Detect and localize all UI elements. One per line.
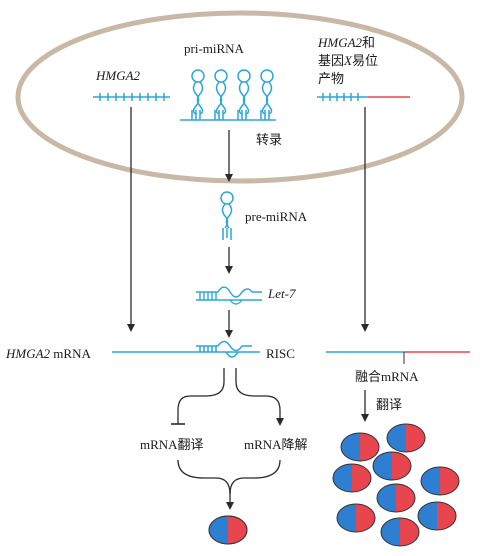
- cell-nucleus-ellipse: [15, 10, 465, 184]
- transcription-label: 转录: [256, 132, 282, 147]
- protein-single: [208, 515, 248, 545]
- protein: [376, 483, 416, 513]
- degradation-arrow-path: [235, 368, 284, 426]
- fusion-mrna-line: [326, 351, 470, 364]
- translocation-label-line1: HMGA2和: [317, 35, 375, 50]
- pre-mirna-label: pre-miRNA: [245, 209, 308, 224]
- converge-path: [177, 459, 281, 495]
- translocation-label-line2: 基因X易位: [318, 53, 378, 68]
- hmga2-gene-line: [93, 93, 170, 101]
- protein: [372, 451, 412, 481]
- fusion-mrna-label: 融合mRNA: [355, 369, 419, 384]
- inhibit-translation-path: [177, 368, 225, 424]
- pri-mirna-structure: [180, 69, 276, 121]
- risc-label: RISC: [266, 346, 295, 361]
- translocation-label-line3: 产物: [318, 71, 344, 86]
- mrna-degradation-label: mRNA降解: [244, 437, 308, 452]
- protein: [386, 423, 426, 453]
- mrna-translation-label: mRNA翻译: [140, 437, 204, 452]
- let7-label: Let-7: [267, 286, 296, 301]
- let7-duplex: [196, 286, 262, 305]
- protein: [417, 501, 457, 531]
- protein: [332, 463, 372, 493]
- pre-mirna-structure: [220, 191, 234, 240]
- protein: [336, 503, 376, 533]
- hmga2-gene-label: HMGA2: [95, 68, 141, 83]
- translation-right-label: 翻译: [376, 397, 402, 412]
- protein: [340, 432, 380, 462]
- protein-cluster: [332, 423, 460, 547]
- protein: [420, 466, 460, 496]
- fusion-gene-line: [317, 93, 410, 101]
- protein: [380, 517, 420, 547]
- hmga2-mrna-risc: [112, 340, 260, 358]
- pri-mirna-label: pri-miRNA: [184, 41, 245, 56]
- hmga2-mrna-label: HMGA2 mRNA: [5, 346, 91, 361]
